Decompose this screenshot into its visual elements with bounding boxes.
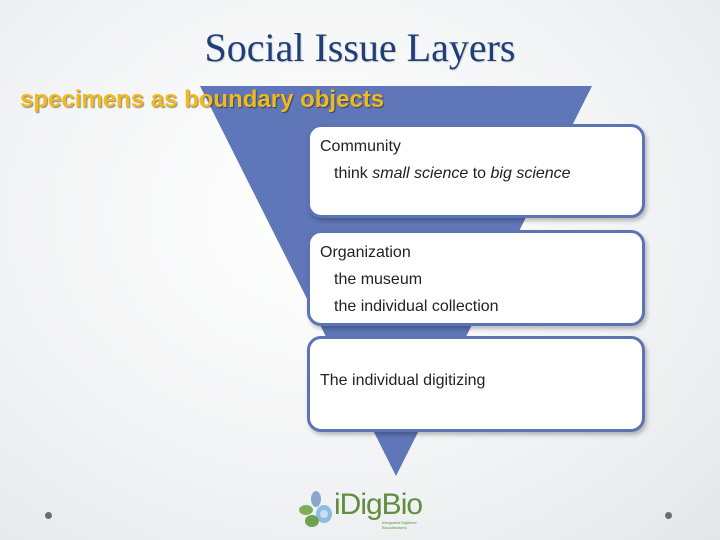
layer-heading-community: Community <box>320 138 401 155</box>
layer-detail-collection: the individual collection <box>334 298 499 315</box>
layer-box-organization: Organization the museum the individual c… <box>307 230 645 326</box>
layer-heading-organization: Organization <box>320 244 411 261</box>
logo-mark-icon <box>299 491 332 527</box>
logo-tagline: Integrated Digitized Biocollections <box>382 520 417 530</box>
right-bullet-dot <box>665 512 672 519</box>
layer-box-community: Community think small science to big sci… <box>307 124 645 218</box>
logo-wordmark: iDigBio <box>334 488 423 521</box>
detail-text: to <box>468 165 491 182</box>
layer-heading-individual: The individual digitizing <box>320 372 486 389</box>
layer-detail-community: think small science to big science <box>320 160 632 187</box>
detail-text: think <box>334 165 373 182</box>
detail-emphasis: big science <box>490 165 571 182</box>
layer-box-individual: The individual digitizing <box>307 336 645 432</box>
slide-subtitle: specimens as boundary objects <box>20 86 385 113</box>
detail-emphasis: small science <box>372 165 469 182</box>
idigbio-logo: iDigBio Integrated Digitized Biocollecti… <box>298 488 448 532</box>
left-bullet-dot <box>45 512 52 519</box>
layer-detail-museum: the museum <box>334 271 423 288</box>
slide-title: Social Issue Layers <box>204 25 516 70</box>
